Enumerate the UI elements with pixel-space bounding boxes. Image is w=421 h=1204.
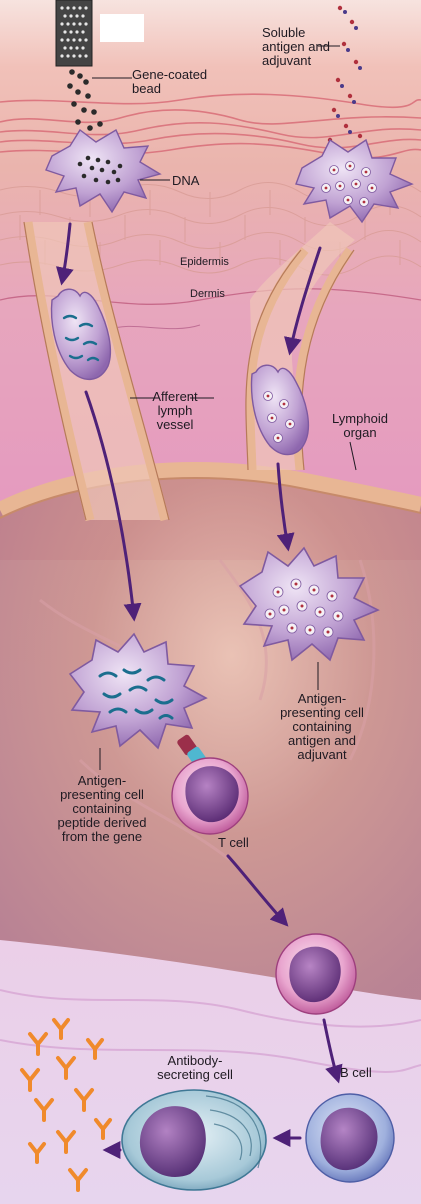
label-epidermis: Epidermis [180, 256, 229, 268]
label-lymphoid-organ: Lymphoid organ [320, 412, 400, 440]
activated-t-cell [276, 934, 356, 1014]
label-soluble-antigen: Soluble antigen and adjuvant [262, 26, 330, 68]
label-antibody-secreting-cell: Antibody- secreting cell [140, 1054, 250, 1082]
label-apc-antigen-adjuvant: Antigen- presenting cell containing anti… [262, 692, 382, 762]
label-dna: DNA [172, 174, 199, 188]
t-cell [172, 758, 248, 834]
label-dermis: Dermis [190, 288, 225, 300]
label-gene-coated-bead: Gene-coated bead [132, 68, 207, 96]
label-b-cell: B cell [340, 1066, 372, 1080]
b-cell [306, 1094, 394, 1182]
label-t-cell: T cell [218, 836, 249, 850]
antibody-secreting-cell [122, 1090, 266, 1190]
label-apc-gene-peptide: Antigen- presenting cell containing pept… [42, 774, 162, 844]
label-afferent-lymph-vessel: Afferent lymph vessel [150, 390, 200, 432]
